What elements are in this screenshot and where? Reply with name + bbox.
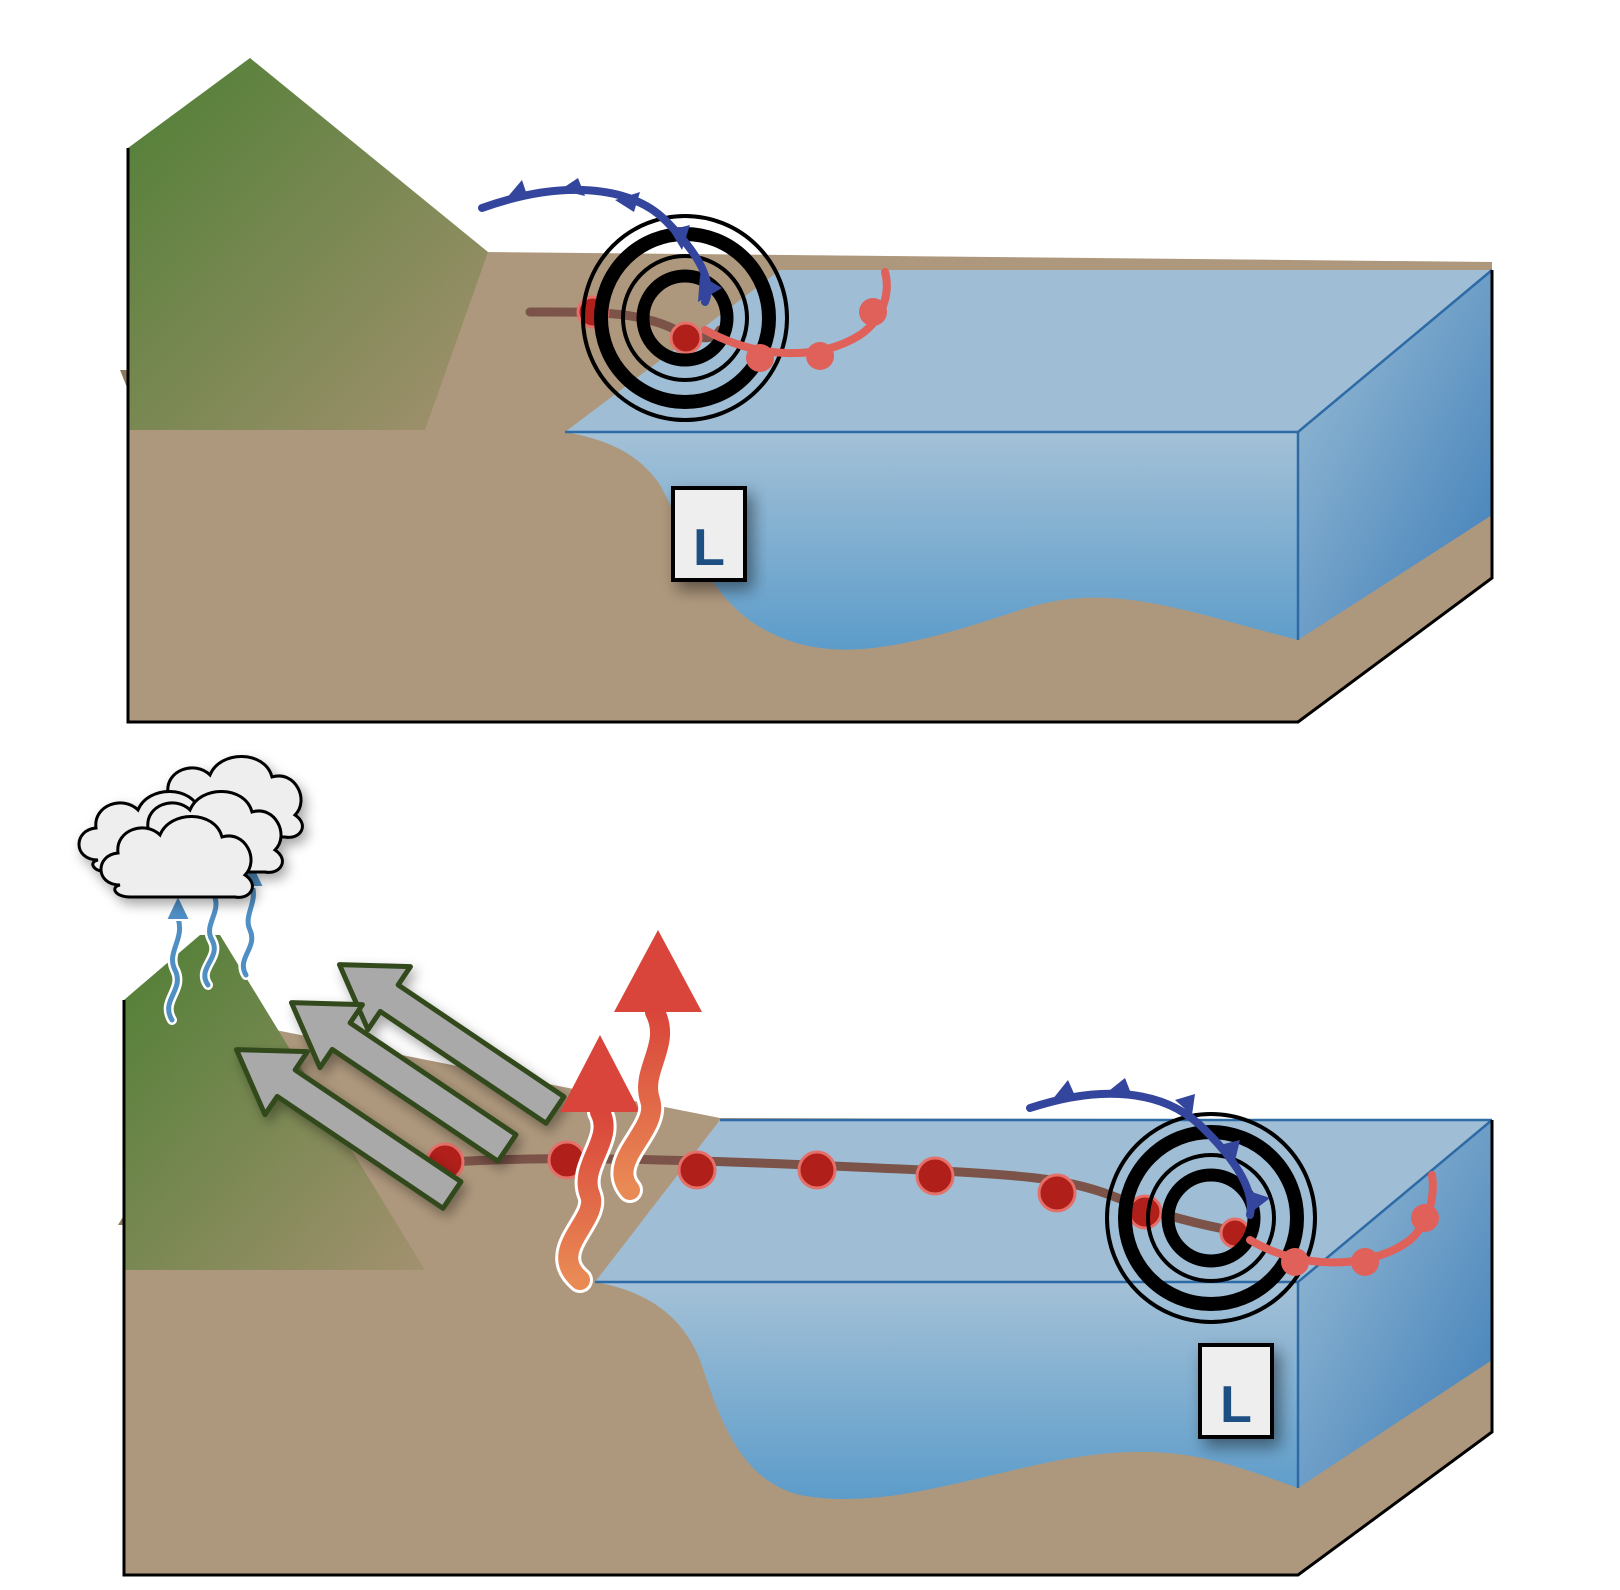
heat-arrow (555, 1035, 640, 1293)
track-dot (915, 1156, 955, 1196)
block-outline (126, 148, 1494, 724)
warm-front (1246, 1171, 1439, 1276)
storm-track (525, 307, 725, 343)
low-pressure-label: L (1220, 1376, 1252, 1434)
track-dot (669, 321, 703, 355)
moisture-arrow (163, 892, 192, 1025)
heat-arrows (555, 930, 702, 1293)
ocean-side (1298, 270, 1492, 640)
heat-arrow (610, 930, 702, 1203)
bottom-panel: L (77, 755, 1494, 1577)
flow-arrow (233, 1047, 464, 1211)
track-dot (797, 1150, 837, 1190)
cold-front (478, 178, 722, 306)
flow-arrow (336, 962, 567, 1126)
flow-arrows (233, 962, 567, 1211)
ocean-front (565, 432, 1298, 650)
flow-arrow (288, 1000, 519, 1164)
mountain (128, 58, 488, 430)
track-dot (1037, 1173, 1077, 1213)
cold-front (1026, 1078, 1270, 1219)
ocean-edges (595, 1118, 1493, 1488)
block-outline (122, 1000, 1494, 1577)
warm-front (701, 268, 891, 372)
low-pressure-label: L (693, 519, 725, 577)
top-panel: L (120, 58, 1494, 724)
ocean-edges (565, 269, 1493, 640)
track-dot (677, 1150, 717, 1190)
ocean-front (595, 1282, 1298, 1500)
storm-track-dots (425, 1140, 1251, 1249)
low-pressure-marker (1198, 1343, 1274, 1439)
ocean-side (1298, 1120, 1492, 1488)
clouds (77, 755, 304, 899)
ocean-surface (565, 270, 1492, 432)
mountain-ridge-shadow (120, 370, 128, 390)
low-pressure-marker (671, 486, 747, 582)
cloud (99, 815, 254, 899)
